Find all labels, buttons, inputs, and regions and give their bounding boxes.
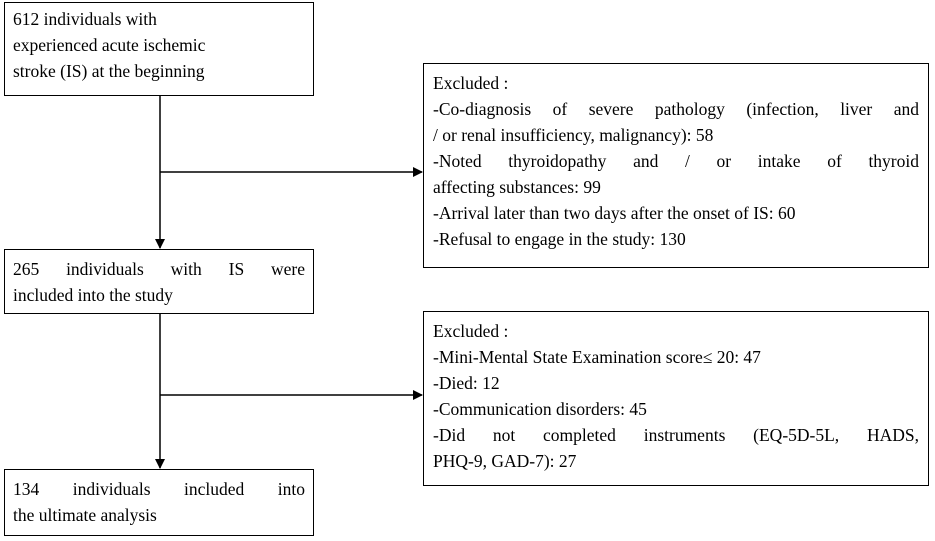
exclusion-title: Excluded : — [433, 73, 509, 93]
exclusion-criterion: / or renal insufficiency, malignancy): 5… — [433, 125, 714, 145]
initial-cohort-line: 612 individuals with — [13, 9, 157, 29]
final-analysis-box: 134 individuals included into the ultima… — [4, 469, 314, 536]
exclusion-criterion: -Communication disorders: 45 — [433, 399, 647, 419]
exclusion-box-1: Excluded : -Co-diagnosis of severe patho… — [423, 63, 929, 268]
exclusion-criterion: -Mini-Mental State Examination score≤ 20… — [433, 347, 761, 367]
exclusion-criterion: -Did not completed instruments (EQ-5D-5L… — [433, 425, 919, 445]
included-cohort-line: included into the study — [13, 285, 173, 305]
exclusion-criterion: PHQ-9, GAD-7): 27 — [433, 451, 577, 471]
final-analysis-line: 134 individuals included into — [13, 479, 305, 499]
included-cohort-line: 265 individuals with IS were — [13, 259, 305, 279]
exclusion-criterion: -Died: 12 — [433, 373, 500, 393]
exclusion-box-2: Excluded : -Mini-Mental State Examinatio… — [423, 311, 929, 486]
exclusion-criterion: -Co-diagnosis of severe pathology (infec… — [433, 99, 919, 119]
exclusion-criterion: affecting substances: 99 — [433, 177, 601, 197]
initial-cohort-box: 612 individuals with experienced acute i… — [4, 2, 314, 96]
exclusion-criterion: -Noted thyroidopathy and / or intake of … — [433, 151, 919, 171]
exclusion-title: Excluded : — [433, 321, 509, 341]
final-analysis-line: the ultimate analysis — [13, 505, 157, 525]
initial-cohort-line: experienced acute ischemic — [13, 35, 206, 55]
exclusion-criterion: -Arrival later than two days after the o… — [433, 203, 796, 223]
initial-cohort-line: stroke (IS) at the beginning — [13, 61, 205, 81]
exclusion-criterion: -Refusal to engage in the study: 130 — [433, 229, 686, 249]
included-cohort-box: 265 individuals with IS were included in… — [4, 249, 314, 314]
